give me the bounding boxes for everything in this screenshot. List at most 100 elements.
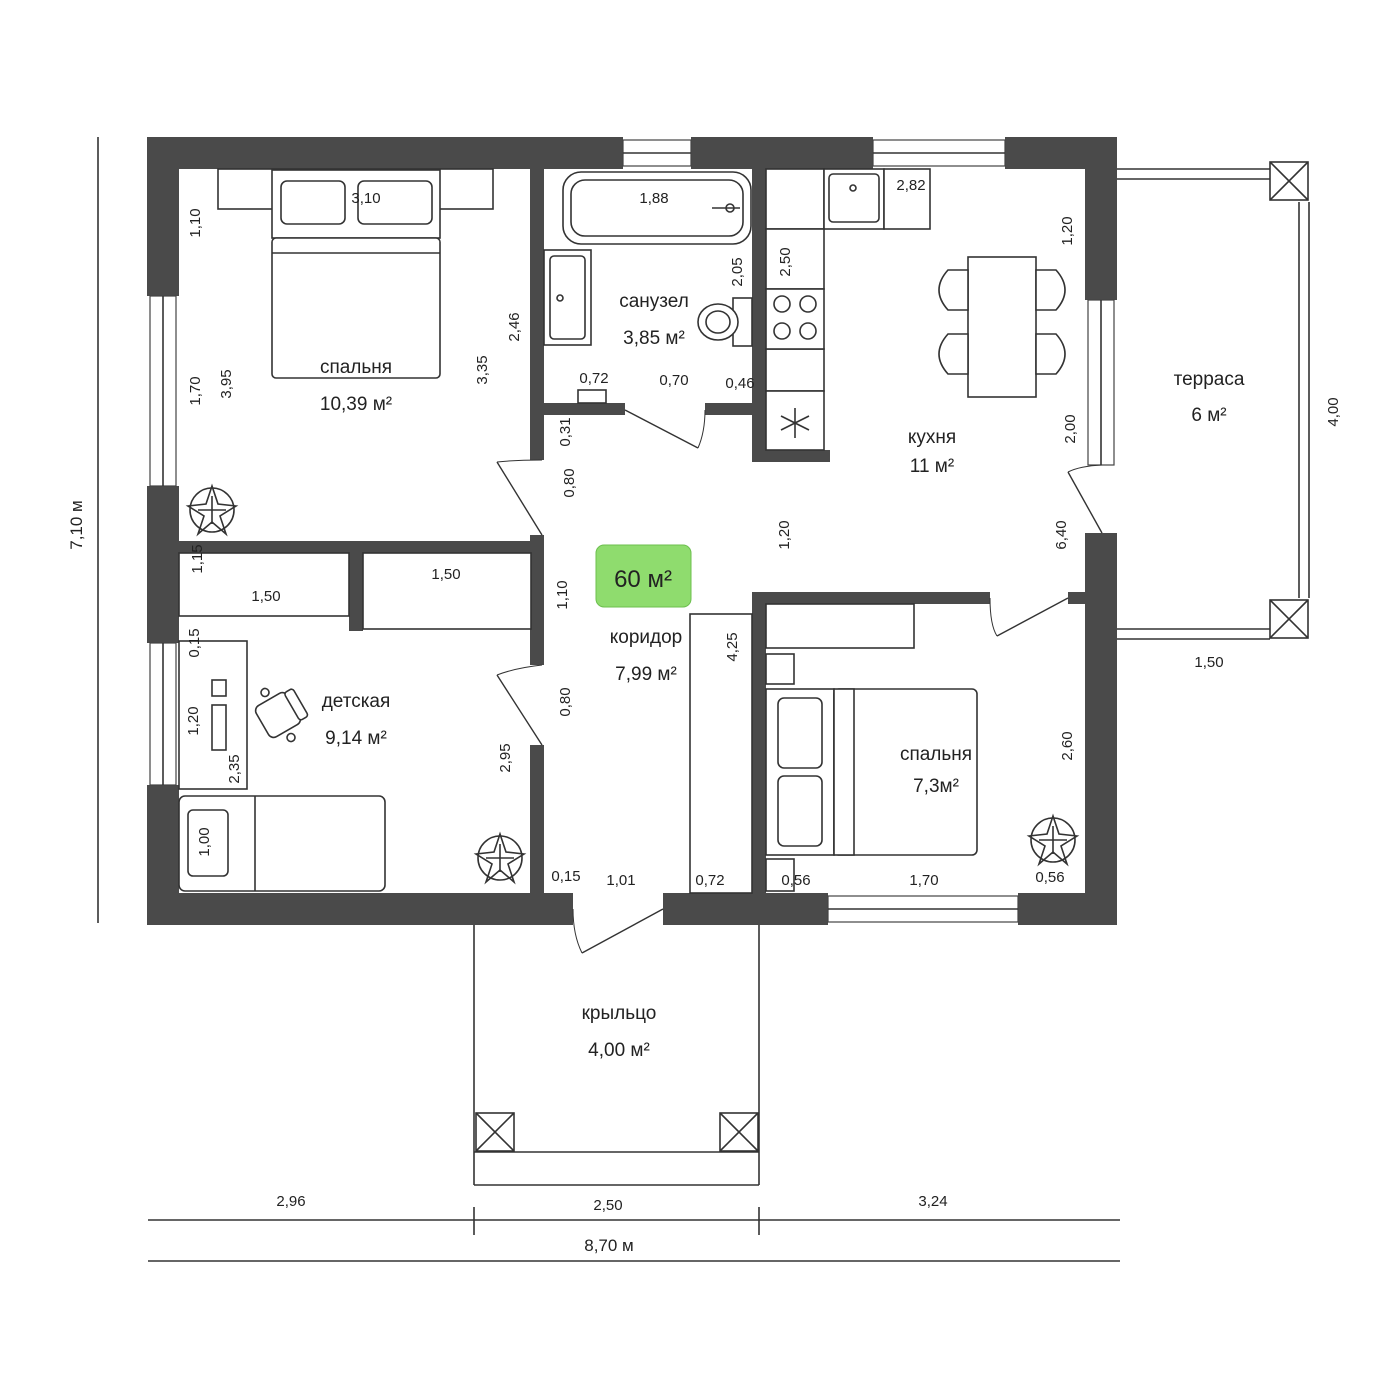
dim-label: 1,20 <box>776 520 793 549</box>
dim-label: 0,80 <box>561 468 578 497</box>
toilet-icon <box>697 297 753 347</box>
door-nursery <box>496 674 543 746</box>
room-name-terrace: терраса <box>1174 369 1245 390</box>
dim-label: 0,31 <box>557 417 574 446</box>
dim-label: 1,50 <box>1194 654 1223 671</box>
dim-label: 0,15 <box>551 868 580 885</box>
dim-label: 1,50 <box>431 566 460 583</box>
dim-label: 0,72 <box>579 370 608 387</box>
column-icon <box>475 1112 515 1152</box>
room-area-porch: 4,00 м² <box>588 1040 650 1061</box>
double-bed-icon <box>765 688 978 892</box>
dim-label: 4,00 <box>1325 397 1342 426</box>
dim-label: 1,50 <box>251 588 280 605</box>
sink-icon <box>543 249 592 346</box>
dim-label: 1,20 <box>1059 216 1076 245</box>
dim-label: 0,72 <box>695 872 724 889</box>
total-area-badge <box>595 544 692 608</box>
terrace <box>1117 161 1310 640</box>
room-area-bedroom2: 7,3м² <box>913 776 959 797</box>
dim-label: 1,70 <box>187 376 204 405</box>
dining-table-icon <box>938 256 1066 398</box>
dimension-labels: 3,10 1,88 2,82 0,72 0,70 0,46 1,50 1,50 … <box>185 177 1342 889</box>
bedroom2-closet <box>765 603 915 685</box>
plant-icon <box>1026 813 1080 867</box>
door-terrace <box>1067 471 1103 534</box>
dim-label: 0,46 <box>725 375 754 392</box>
dim-label: 0,70 <box>659 372 688 389</box>
dim-label: 1,88 <box>639 190 668 207</box>
plant-icon <box>473 831 527 885</box>
closet-1 <box>178 552 350 617</box>
door-bedroom2 <box>996 597 1069 637</box>
door-bedroom1 <box>496 461 543 536</box>
room-name-corridor: коридор <box>610 627 683 648</box>
room-area-bathroom: 3,85 м² <box>623 328 685 349</box>
overall-height-label: 7,10 м <box>67 500 86 550</box>
room-area-kitchen: 11 м² <box>910 456 954 477</box>
snowflake-icon <box>780 408 810 438</box>
room-name-bedroom1: спальня <box>320 357 392 378</box>
dim-label: 0,56 <box>1035 869 1064 886</box>
room-area-bedroom1: 10,39 м² <box>320 394 392 415</box>
desk-icon <box>178 640 248 790</box>
dim-label: 3,10 <box>351 190 380 207</box>
room-name-nursery: детская <box>322 691 391 712</box>
double-bed-icon <box>217 168 494 379</box>
dim-label: 1,70 <box>909 872 938 889</box>
bathtub-icon <box>562 171 752 245</box>
column-icon <box>1269 161 1309 201</box>
closet-2 <box>362 552 532 630</box>
overall-width-label: 8,70 м <box>584 1236 634 1255</box>
dim-label: 1,10 <box>554 580 571 609</box>
room-area-corridor: 7,99 м² <box>615 664 677 685</box>
column-icon <box>1269 599 1309 639</box>
single-bed-icon <box>178 795 386 892</box>
kitchen-counter <box>765 168 931 451</box>
bottom-segment-label: 2,96 <box>276 1193 305 1210</box>
bottom-segment-label: 3,24 <box>918 1193 947 1210</box>
dim-label: 2,60 <box>1059 731 1076 760</box>
dim-label: 4,25 <box>724 632 741 661</box>
dim-label: 2,35 <box>226 754 243 783</box>
dim-label: 2,95 <box>497 743 514 772</box>
corridor-wardrobe <box>689 613 753 894</box>
dim-label: 0,56 <box>781 872 810 889</box>
dim-label: 1,01 <box>606 872 635 889</box>
doors <box>496 409 1103 954</box>
dim-label: 1,10 <box>187 208 204 237</box>
dim-label: 3,35 <box>474 355 491 384</box>
dim-label: 0,80 <box>557 687 574 716</box>
dim-label: 0,15 <box>186 628 203 657</box>
room-name-porch: крыльцо <box>582 1003 657 1024</box>
dim-label: 6,40 <box>1053 520 1070 549</box>
dim-label: 2,50 <box>777 247 794 276</box>
chair-icon <box>254 687 309 743</box>
stove-icon <box>765 288 825 350</box>
room-area-nursery: 9,14 м² <box>325 728 387 749</box>
total-area-text: 60 м² <box>614 566 672 593</box>
porch <box>473 925 760 1186</box>
dim-label: 2,82 <box>896 177 925 194</box>
dim-label: 1,20 <box>185 706 202 735</box>
overall-dimensions: 7,10 м 2,96 2,50 3,24 8,70 м <box>67 137 1120 1262</box>
dim-label: 2,00 <box>1062 414 1079 443</box>
plant-icon <box>185 483 239 537</box>
column-icon <box>719 1112 759 1152</box>
room-name-kitchen: кухня <box>908 427 956 448</box>
room-name-bedroom2: спальня <box>900 744 972 765</box>
windows <box>149 139 1115 923</box>
dim-label: 1,00 <box>196 827 213 856</box>
bottom-segment-label: 2,50 <box>593 1197 622 1214</box>
dim-label: 1,15 <box>189 544 206 573</box>
room-name-bathroom: санузел <box>619 291 689 312</box>
dim-label: 2,46 <box>506 312 523 341</box>
room-area-terrace: 6 м² <box>1191 405 1226 426</box>
dim-label: 3,95 <box>218 369 235 398</box>
dim-label: 2,05 <box>729 257 746 286</box>
door-bathroom <box>624 409 699 449</box>
washing-machine <box>577 389 607 404</box>
door-entrance <box>581 908 664 954</box>
interior-walls <box>179 160 1117 900</box>
